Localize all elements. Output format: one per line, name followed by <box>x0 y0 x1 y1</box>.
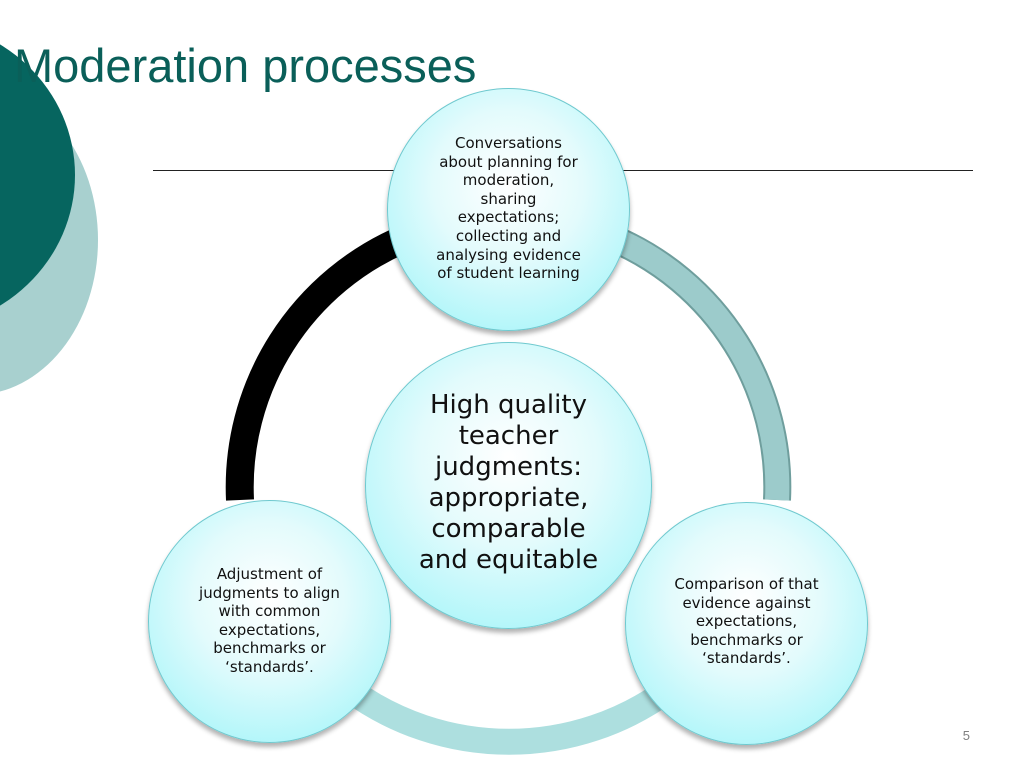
node-left-text: Adjustment of judgments to align with co… <box>199 565 340 676</box>
node-right-circle: Comparison of that evidence against expe… <box>625 502 868 745</box>
page-number: 5 <box>962 728 970 743</box>
arc-right-to-left <box>342 679 676 755</box>
arc-left-to-top <box>225 225 412 501</box>
node-top-text: Conversations about planning for moderat… <box>436 134 581 283</box>
slide-title: Moderation processes <box>14 39 477 92</box>
arc-top-to-right-fill <box>607 226 790 501</box>
node-right-text: Comparison of that evidence against expe… <box>674 575 819 668</box>
node-center-text: High quality teacher judgments: appropri… <box>418 390 599 575</box>
node-left-circle: Adjustment of judgments to align with co… <box>148 500 391 743</box>
node-top-circle: Conversations about planning for moderat… <box>387 88 630 331</box>
node-center-circle: High quality teacher judgments: appropri… <box>365 342 652 629</box>
